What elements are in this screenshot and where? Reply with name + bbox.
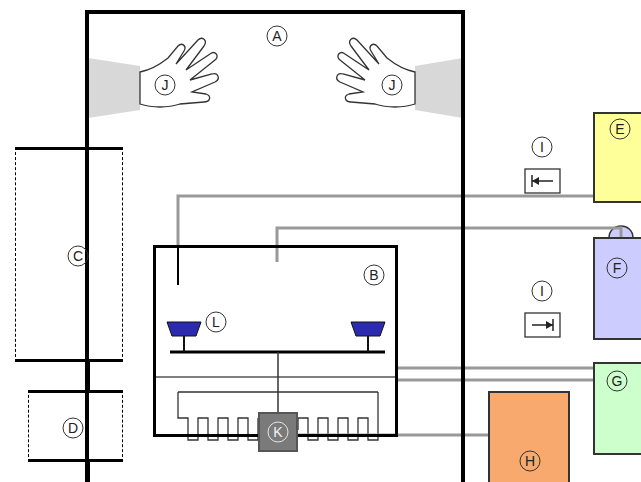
callout-letter: A	[267, 26, 288, 47]
callout-letter: B	[364, 265, 385, 286]
supply-box: E	[593, 112, 641, 203]
callout-letter: I	[532, 281, 553, 302]
pipe-connector	[398, 367, 593, 370]
callout-letter: F	[607, 258, 628, 279]
callout-letter: E	[610, 119, 631, 140]
callout-letter: H	[520, 451, 541, 472]
glove-hand	[337, 38, 463, 118]
enclosure-box: ABK	[85, 10, 465, 482]
valve-symbol	[525, 313, 560, 337]
antechamber: C	[15, 147, 123, 362]
callout-letter: D	[63, 418, 84, 439]
callout-letter: I	[532, 137, 553, 158]
power-supply: H	[488, 391, 570, 482]
callout-letter: J	[382, 75, 403, 96]
pump-box: G	[593, 362, 641, 455]
callout-letter: G	[607, 371, 628, 392]
gas-cylinder: F	[593, 237, 641, 340]
gas-inlet	[177, 245, 179, 285]
pipe-connector	[178, 196, 593, 245]
pipe-connector	[277, 228, 621, 245]
small-antechamber: D	[28, 390, 123, 462]
callout-letter: C	[68, 246, 89, 267]
glove-hand	[88, 38, 218, 118]
heater-block: K	[258, 412, 298, 452]
vacuum-chamber: BK	[153, 245, 398, 437]
callout-letter: J	[155, 75, 176, 96]
target-holder	[167, 322, 385, 352]
gas-pipe	[398, 379, 593, 382]
valve-symbol	[525, 169, 560, 193]
callout-letter: L	[206, 312, 227, 333]
shelf-line	[153, 376, 398, 377]
callout-letter: K	[268, 422, 289, 443]
stem	[277, 352, 279, 412]
